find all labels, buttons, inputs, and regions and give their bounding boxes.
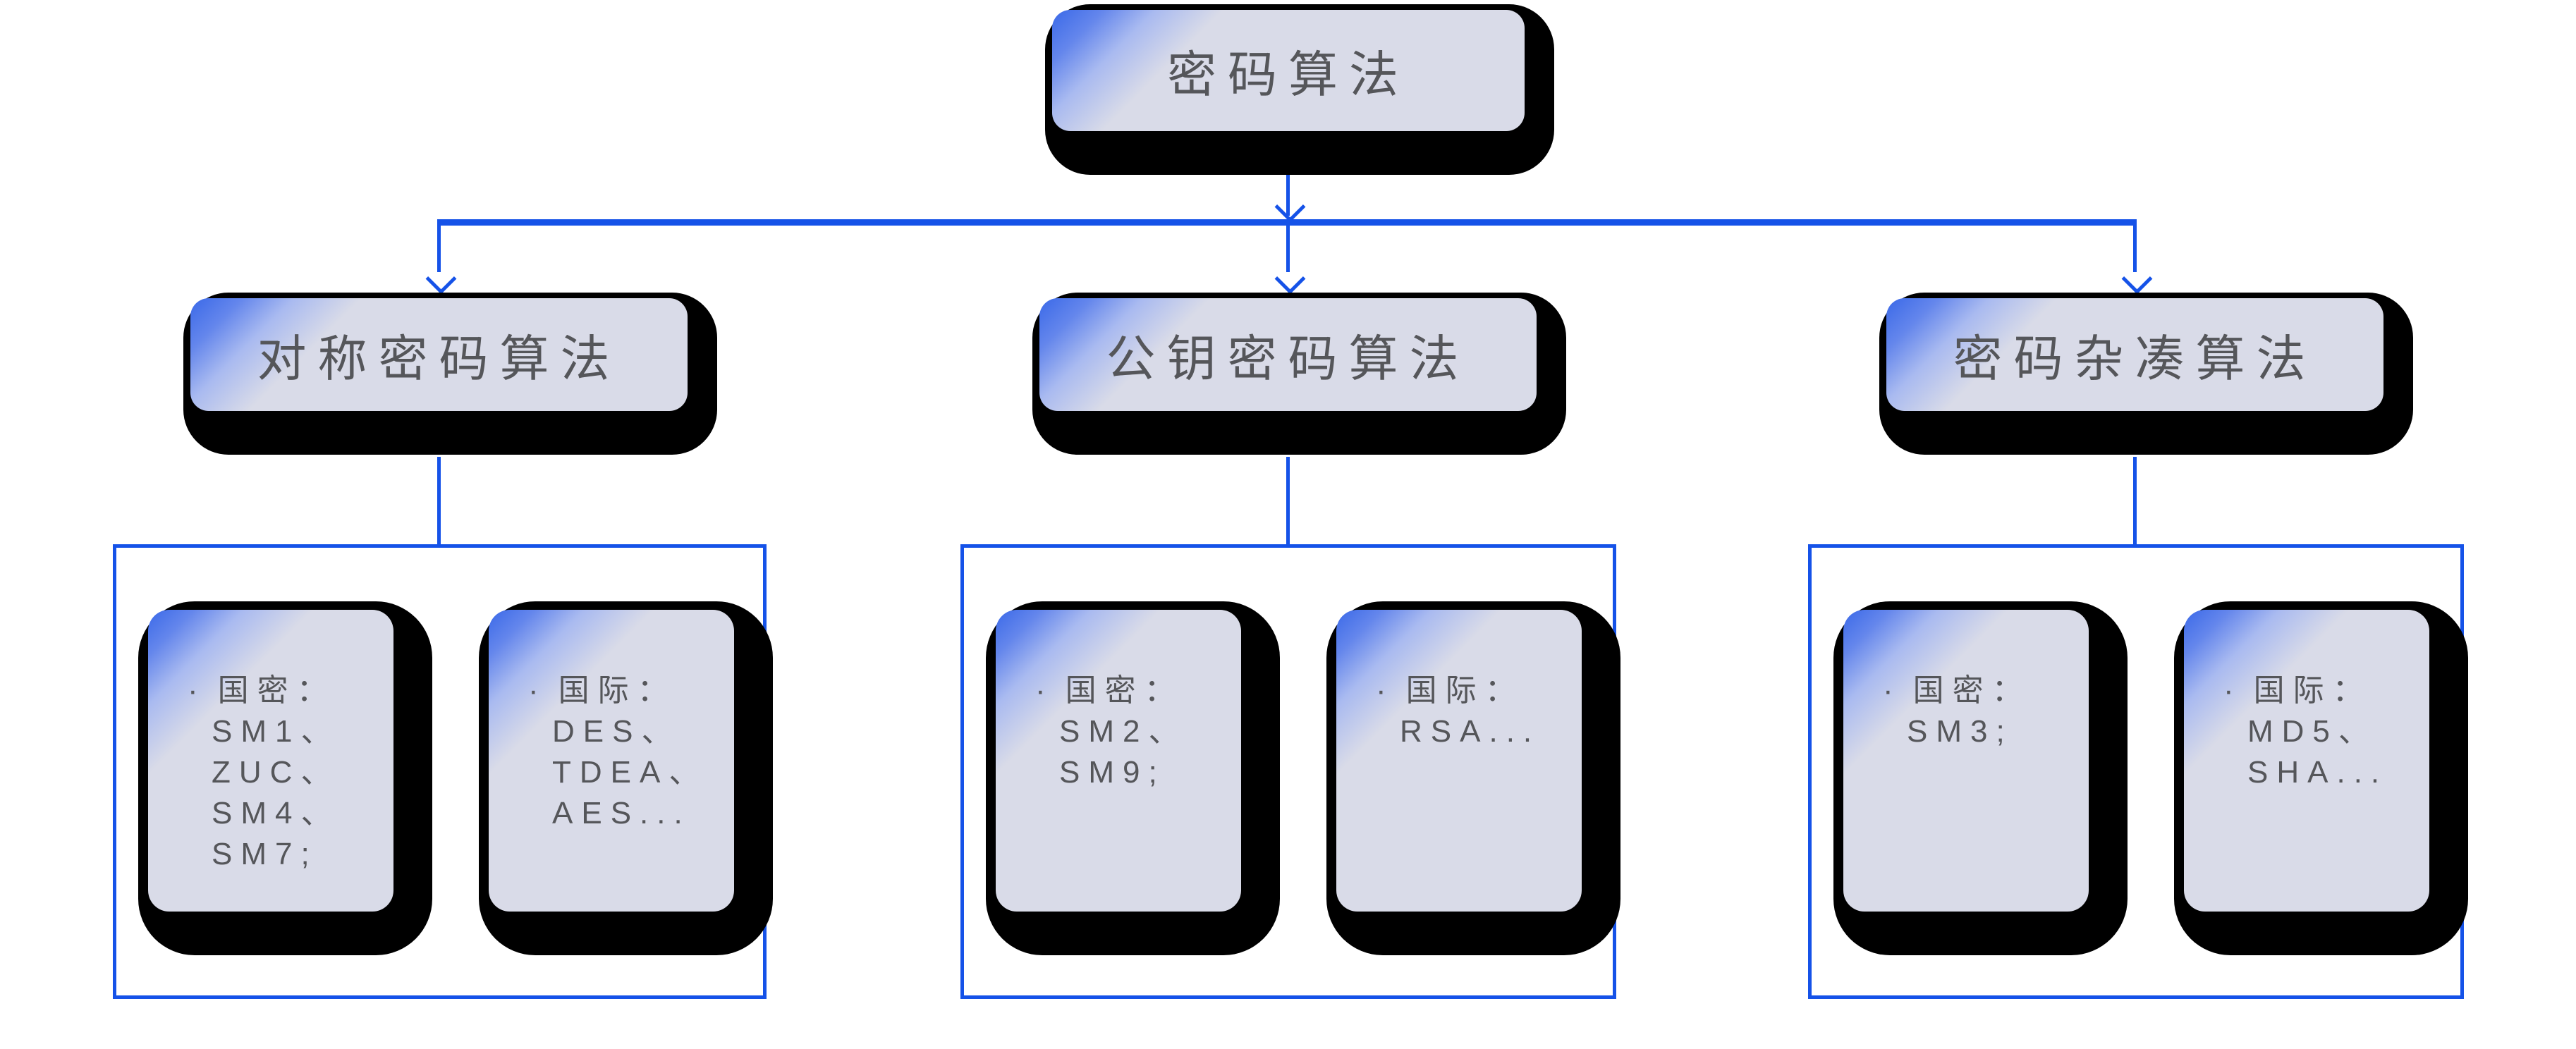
card-hash-international: · 国际： MD5、 SHA... (2174, 601, 2468, 955)
arrowhead-down-icon (1274, 191, 1306, 223)
bullet-icon: · (528, 673, 547, 708)
card-item-line: RSA... (1400, 714, 1541, 749)
card-face: · 国密： SM2、 SM9; (996, 610, 1241, 912)
group-public-key: · 国密： SM2、 SM9; · 国际： RSA... (960, 544, 1620, 999)
card-item-list: SM2、 SM9; (1035, 711, 1231, 793)
node-symmetric: 对称密码算法 (183, 293, 717, 455)
card-item-line: DES、 (552, 714, 681, 749)
card-item-list: SM1、 ZUC、 SM4、 SM7; (188, 711, 384, 875)
card-item-list: SM3; (1883, 711, 2079, 752)
connector-root-line (1286, 175, 1290, 216)
card-item-list: RSA... (1376, 711, 1572, 752)
card-label: 国际： (558, 673, 677, 708)
card-heading: · 国密： (188, 670, 384, 711)
card-item-line: SM9; (1059, 755, 1166, 790)
node-hash-face: 密码杂凑算法 (1886, 298, 2383, 411)
node-public-key-label: 公钥密码算法 (1106, 331, 1470, 386)
card-heading: · 国密： (1883, 670, 2079, 711)
node-hash-label: 密码杂凑算法 (1953, 331, 2317, 386)
group-hash: · 国密： SM3; · 国际： MD5、 SHA... (1808, 544, 2468, 999)
node-public-key: 公钥密码算法 (1032, 293, 1566, 455)
arrowhead-down-icon (2121, 263, 2153, 295)
card-symmetric-guomi: · 国密： SM1、 ZUC、 SM4、 SM7; (138, 601, 432, 955)
group-symmetric: · 国密： SM1、 ZUC、 SM4、 SM7; · 国际： DES、 TDEA、 AE… (113, 544, 773, 999)
card-heading: · 国密： (1035, 670, 1231, 711)
card-heading: · 国际： (528, 670, 724, 711)
node-hash: 密码杂凑算法 (1879, 293, 2413, 455)
card-item-line: TDEA、 (552, 755, 709, 790)
connector-hash-group-line (2133, 457, 2137, 546)
node-symmetric-label: 对称密码算法 (257, 331, 621, 386)
connector-drop-hash (2133, 226, 2137, 272)
card-label: 国密： (1065, 673, 1184, 708)
card-heading: · 国际： (2223, 670, 2419, 711)
card-label: 国密： (1912, 673, 2032, 708)
card-face: · 国密： SM1、 ZUC、 SM4、 SM7; (148, 610, 393, 912)
card-item-line: AES... (552, 796, 691, 830)
card-public-key-international: · 国际： RSA... (1326, 601, 1620, 955)
node-root-face: 密码算法 (1052, 10, 1525, 131)
card-item-line: SHA... (2247, 755, 2388, 790)
card-item-line: SM1、 (212, 714, 341, 749)
card-item-line: SM7; (212, 837, 318, 871)
bullet-icon: · (1035, 673, 1054, 708)
connector-drop-symmetric (437, 226, 441, 272)
node-public-key-face: 公钥密码算法 (1039, 298, 1537, 411)
card-item-line: SM2、 (1059, 714, 1188, 749)
card-symmetric-international: · 国际： DES、 TDEA、 AES... (479, 601, 773, 955)
arrowhead-down-icon (1274, 263, 1306, 295)
connector-horizontal-bar (437, 219, 2137, 226)
bullet-icon: · (2223, 673, 2242, 708)
card-item-list: DES、 TDEA、 AES... (528, 711, 724, 834)
card-hash-guomi: · 国密： SM3; (1833, 601, 2128, 955)
bullet-icon: · (1883, 673, 1902, 708)
card-face: · 国际： RSA... (1336, 610, 1582, 912)
connector-public-key-group-line (1286, 457, 1290, 546)
bullet-icon: · (1376, 673, 1395, 708)
connector-symmetric-group-line (437, 457, 441, 546)
card-item-line: ZUC、 (212, 755, 341, 790)
card-face: · 国际： MD5、 SHA... (2184, 610, 2429, 912)
card-label: 国密： (217, 673, 336, 708)
card-item-line: SM4、 (212, 796, 341, 830)
bullet-icon: · (188, 673, 207, 708)
card-item-list: MD5、 SHA... (2223, 711, 2419, 793)
card-heading: · 国际： (1376, 670, 1572, 711)
card-label: 国际： (2253, 673, 2372, 708)
node-symmetric-face: 对称密码算法 (190, 298, 688, 411)
card-item-line: SM3; (1907, 714, 2013, 749)
card-face: · 国密： SM3; (1843, 610, 2089, 912)
card-label: 国际： (1405, 673, 1525, 708)
card-item-line: MD5、 (2247, 714, 2378, 749)
card-public-key-guomi: · 国密： SM2、 SM9; (986, 601, 1280, 955)
node-root: 密码算法 (1045, 4, 1554, 175)
node-root-label: 密码算法 (1167, 47, 1410, 102)
connector-drop-public-key (1286, 226, 1290, 272)
card-face: · 国际： DES、 TDEA、 AES... (489, 610, 734, 912)
arrowhead-down-icon (425, 263, 457, 295)
